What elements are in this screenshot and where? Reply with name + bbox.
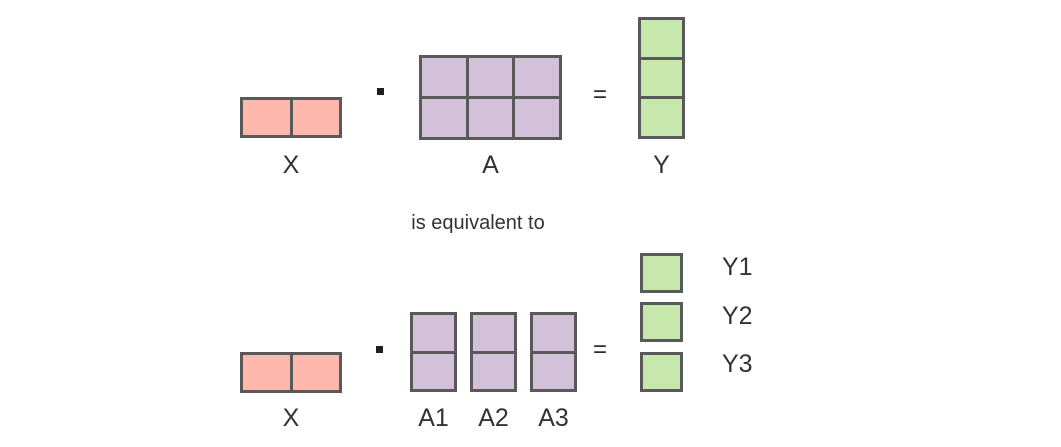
matrix-cell xyxy=(641,59,682,97)
equals-sign-top: = xyxy=(592,81,607,108)
matrix-y3 xyxy=(640,352,683,392)
matrix-a2 xyxy=(470,312,517,392)
matrix-cell xyxy=(641,99,682,136)
matrix-y1 xyxy=(640,253,683,293)
matrix-cell xyxy=(413,315,454,351)
matrix-a3 xyxy=(530,312,577,392)
matrix-cell xyxy=(473,315,514,351)
matrix-cell xyxy=(243,355,290,390)
matrix-cell xyxy=(468,99,513,137)
matrix-cell xyxy=(515,99,559,137)
matrix-cell xyxy=(643,355,680,389)
matrix-cell xyxy=(292,355,339,390)
multiply-dot-icon xyxy=(376,346,383,353)
matrix-cell xyxy=(643,256,680,290)
matrix-cell xyxy=(468,58,513,96)
matrix-cell xyxy=(473,353,514,389)
label-x-bottom: X xyxy=(282,404,300,432)
matrix-cell xyxy=(533,315,574,351)
label-a2: A2 xyxy=(478,404,509,432)
matrix-cell xyxy=(422,58,466,96)
matrix-cell xyxy=(641,20,682,57)
matrix-cell xyxy=(243,100,290,135)
matrix-x-top xyxy=(240,97,342,138)
label-a3: A3 xyxy=(538,404,569,432)
label-x-top: X xyxy=(282,151,300,179)
label-y1: Y1 xyxy=(722,253,753,281)
matrix-x-bottom xyxy=(240,352,342,393)
multiply-dot-icon xyxy=(377,88,384,95)
matrix-cell xyxy=(533,353,574,389)
matrix-a1 xyxy=(410,312,457,392)
label-y3: Y3 xyxy=(722,350,753,378)
label-y2: Y2 xyxy=(722,302,753,330)
matrix-cell xyxy=(422,99,466,137)
matrix-cell xyxy=(413,353,454,389)
equivalence-caption: is equivalent to xyxy=(411,212,545,234)
label-y-top: Y xyxy=(653,151,670,179)
label-a-top: A xyxy=(482,151,499,179)
label-a1: A1 xyxy=(418,404,449,432)
matrix-a-top xyxy=(419,55,562,140)
matrix-cell xyxy=(292,100,339,135)
matrix-cell xyxy=(515,58,559,96)
matrix-y-top xyxy=(638,17,685,139)
matrix-cell xyxy=(643,305,680,339)
equals-sign-bottom: = xyxy=(592,336,607,363)
matrix-y2 xyxy=(640,302,683,342)
